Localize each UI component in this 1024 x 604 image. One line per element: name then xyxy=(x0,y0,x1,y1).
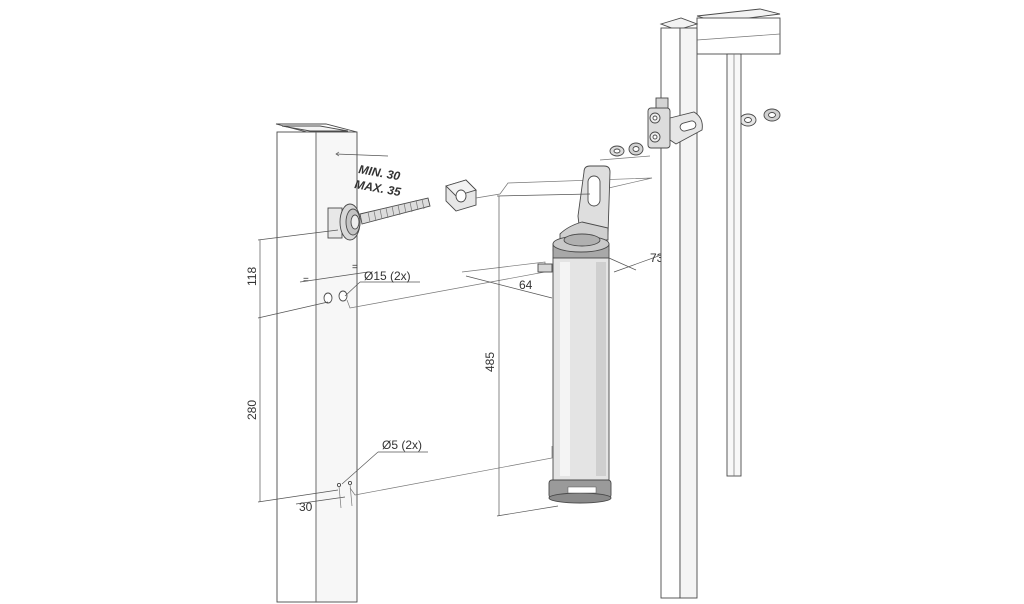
closer-dimensions: 485 64 73 xyxy=(465,193,665,517)
dim-73-label: 73 xyxy=(650,251,664,265)
square-nut xyxy=(445,179,477,212)
hole-small-label: Ø5 (2x) xyxy=(382,438,422,452)
gate-frame xyxy=(659,8,781,599)
dim-64-label: 64 xyxy=(519,278,533,292)
svg-text:=: = xyxy=(352,262,358,273)
left-post xyxy=(275,123,358,603)
dim-30-label: 30 xyxy=(299,500,313,514)
hinge-bolt-assembly xyxy=(327,197,431,241)
mounting-hole-large xyxy=(323,292,333,304)
dim-485-label: 485 xyxy=(483,352,497,372)
svg-text:=: = xyxy=(303,275,309,286)
hardware-washers xyxy=(609,108,781,157)
gate-hinge-bracket xyxy=(647,97,703,149)
dim-118-label: 118 xyxy=(245,267,259,286)
post-dimensions: 118 280 30 = = Ø15 (2x) Ø5 (2x) xyxy=(245,229,428,514)
dim-280-label: 280 xyxy=(245,400,259,420)
gate-closer-unit xyxy=(537,165,612,504)
hole-large-label: Ø15 (2x) xyxy=(364,269,411,283)
mounting-hole-large xyxy=(338,290,348,302)
